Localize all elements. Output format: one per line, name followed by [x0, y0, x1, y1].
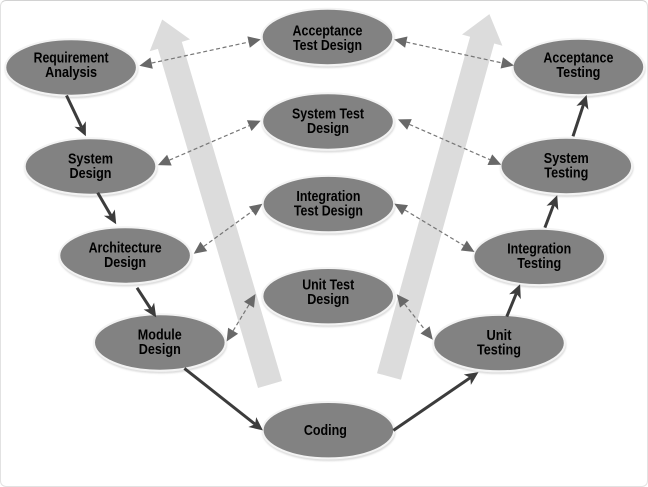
svg-text:System Test: System Test: [292, 105, 364, 122]
svg-text:Acceptance: Acceptance: [543, 49, 613, 66]
svg-text:Acceptance: Acceptance: [293, 22, 363, 39]
svg-text:Testing: Testing: [517, 255, 561, 272]
svg-text:Integration: Integration: [296, 188, 360, 205]
svg-text:Testing: Testing: [556, 64, 600, 81]
svg-text:Unit Test: Unit Test: [302, 276, 354, 293]
svg-text:Test Design: Test Design: [293, 37, 362, 54]
svg-text:Requirement: Requirement: [34, 50, 109, 67]
svg-text:Testing: Testing: [477, 341, 521, 358]
svg-text:Design: Design: [104, 254, 146, 271]
svg-text:Design: Design: [307, 120, 349, 137]
svg-text:System: System: [544, 150, 589, 167]
svg-text:Design: Design: [70, 165, 112, 182]
svg-text:Design: Design: [139, 341, 181, 358]
svg-text:Test Design: Test Design: [294, 202, 363, 219]
svg-text:Coding: Coding: [304, 422, 347, 439]
svg-text:Testing: Testing: [544, 164, 588, 181]
svg-text:Architecture: Architecture: [89, 239, 162, 256]
svg-text:Unit: Unit: [487, 327, 512, 344]
svg-text:Analysis: Analysis: [45, 64, 97, 81]
svg-text:Design: Design: [307, 291, 349, 308]
svg-text:System: System: [68, 150, 113, 167]
svg-text:Module: Module: [138, 326, 182, 343]
svg-text:Integration: Integration: [507, 241, 571, 258]
